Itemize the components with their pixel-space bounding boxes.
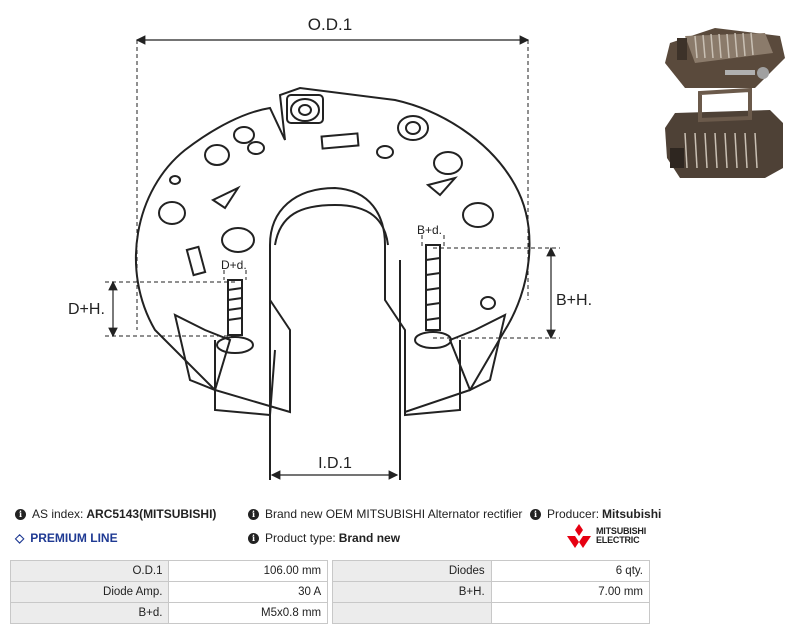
product-photo	[665, 28, 785, 178]
spec-value	[490, 602, 651, 624]
info-icon: i	[248, 532, 259, 544]
producer-label: Producer:	[547, 507, 600, 521]
table-row: B+d. M5x0.8 mm	[9, 602, 651, 624]
spec-label: O.D.1	[9, 560, 170, 582]
specs-table: O.D.1 106.00 mm Diodes 6 qty. Diode Amp.…	[9, 560, 651, 624]
product-type-value: Brand new	[338, 531, 401, 545]
dd-dimension-label: D+d.	[221, 258, 247, 272]
logo-line-1: MITSUBISHI	[596, 526, 647, 536]
producer-row: i Producer: Mitsubishi	[530, 507, 661, 521]
spec-value: 6 qty.	[490, 560, 651, 582]
description-row: i Brand new OEM MITSUBISHI Alternator re…	[248, 507, 522, 521]
bd-dimension-label: B+d.	[417, 223, 442, 237]
info-icon: i	[248, 508, 259, 520]
spec-value: 106.00 mm	[168, 560, 329, 582]
id-dimension-label: I.D.1	[318, 455, 352, 472]
spec-label: Diodes	[332, 560, 492, 582]
spec-value: 30 A	[168, 581, 329, 603]
table-row: O.D.1 106.00 mm Diodes 6 qty.	[9, 560, 651, 582]
diamond-icon: ◇	[15, 531, 25, 545]
premium-line-label: PREMIUM LINE	[30, 531, 118, 545]
spec-label: Diode Amp.	[9, 581, 170, 603]
bh-dimension-label: B+H.	[556, 292, 592, 309]
producer-value: Mitsubishi	[602, 507, 662, 521]
info-icon: i	[530, 508, 541, 520]
od-dimension-label: O.D.1	[308, 15, 352, 34]
logo-line-2: ELECTRIC	[596, 535, 640, 545]
as-index-row: i AS index: ARC5143(MITSUBISHI)	[15, 507, 216, 521]
dh-dimension-label: D+H.	[68, 301, 105, 318]
mitsubishi-electric-logo: MITSUBISHI ELECTRIC	[566, 524, 646, 548]
spec-value: 7.00 mm	[490, 581, 651, 603]
as-index-label: AS index:	[32, 507, 84, 521]
product-description: Brand new OEM MITSUBISHI Alternator rect…	[265, 507, 523, 521]
premium-line-badge: ◇ PREMIUM LINE	[15, 531, 118, 545]
product-type-row: i Product type: Brand new	[248, 531, 400, 545]
spec-label: B+H.	[332, 581, 492, 603]
as-index-value: ARC5143(MITSUBISHI)	[86, 507, 217, 521]
rectifier-outline	[135, 86, 531, 414]
spec-value: M5x0.8 mm	[168, 602, 329, 624]
product-type-label: Product type:	[265, 531, 336, 545]
table-row: Diode Amp. 30 A B+H. 7.00 mm	[9, 581, 651, 603]
three-diamonds-icon	[567, 524, 591, 548]
spec-label: B+d.	[9, 602, 170, 624]
rectifier-technical-drawing: O.D.1 I.D.1 D+H. B+H. D+d. B+d.	[68, 15, 592, 480]
info-icon: i	[15, 508, 26, 520]
spec-label	[332, 602, 492, 624]
